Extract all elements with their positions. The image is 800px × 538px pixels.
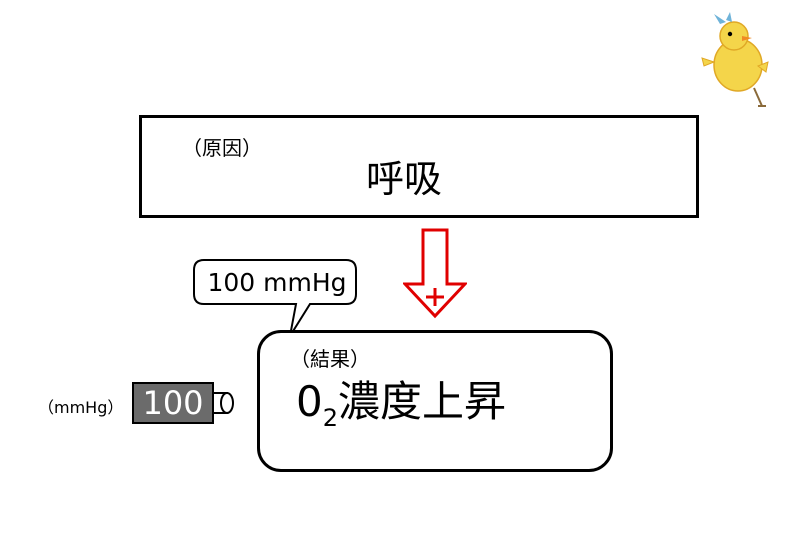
unit-label: （mmHg） — [38, 398, 124, 417]
result-text: 02濃度上昇 — [296, 377, 506, 433]
result-box: （結果） 02濃度上昇 — [257, 330, 613, 472]
red-plus-arrow-icon — [403, 228, 467, 319]
cause-text: 呼吸 — [366, 157, 443, 201]
cause-label: （原因） — [182, 136, 262, 160]
result-subscript: 2 — [322, 404, 339, 432]
result-text-suffix: 濃度上昇 — [338, 377, 507, 426]
callout-bubble — [193, 259, 357, 337]
chick-icon — [701, 12, 769, 107]
cause-box: （原因） 呼吸 — [139, 115, 699, 218]
meter-icon — [132, 382, 234, 424]
meter-value: 100 — [142, 384, 204, 422]
result-text-prefix: 0 — [296, 377, 323, 426]
callout-text: 100 mmHg — [207, 268, 347, 297]
result-label: （結果） — [290, 347, 370, 371]
